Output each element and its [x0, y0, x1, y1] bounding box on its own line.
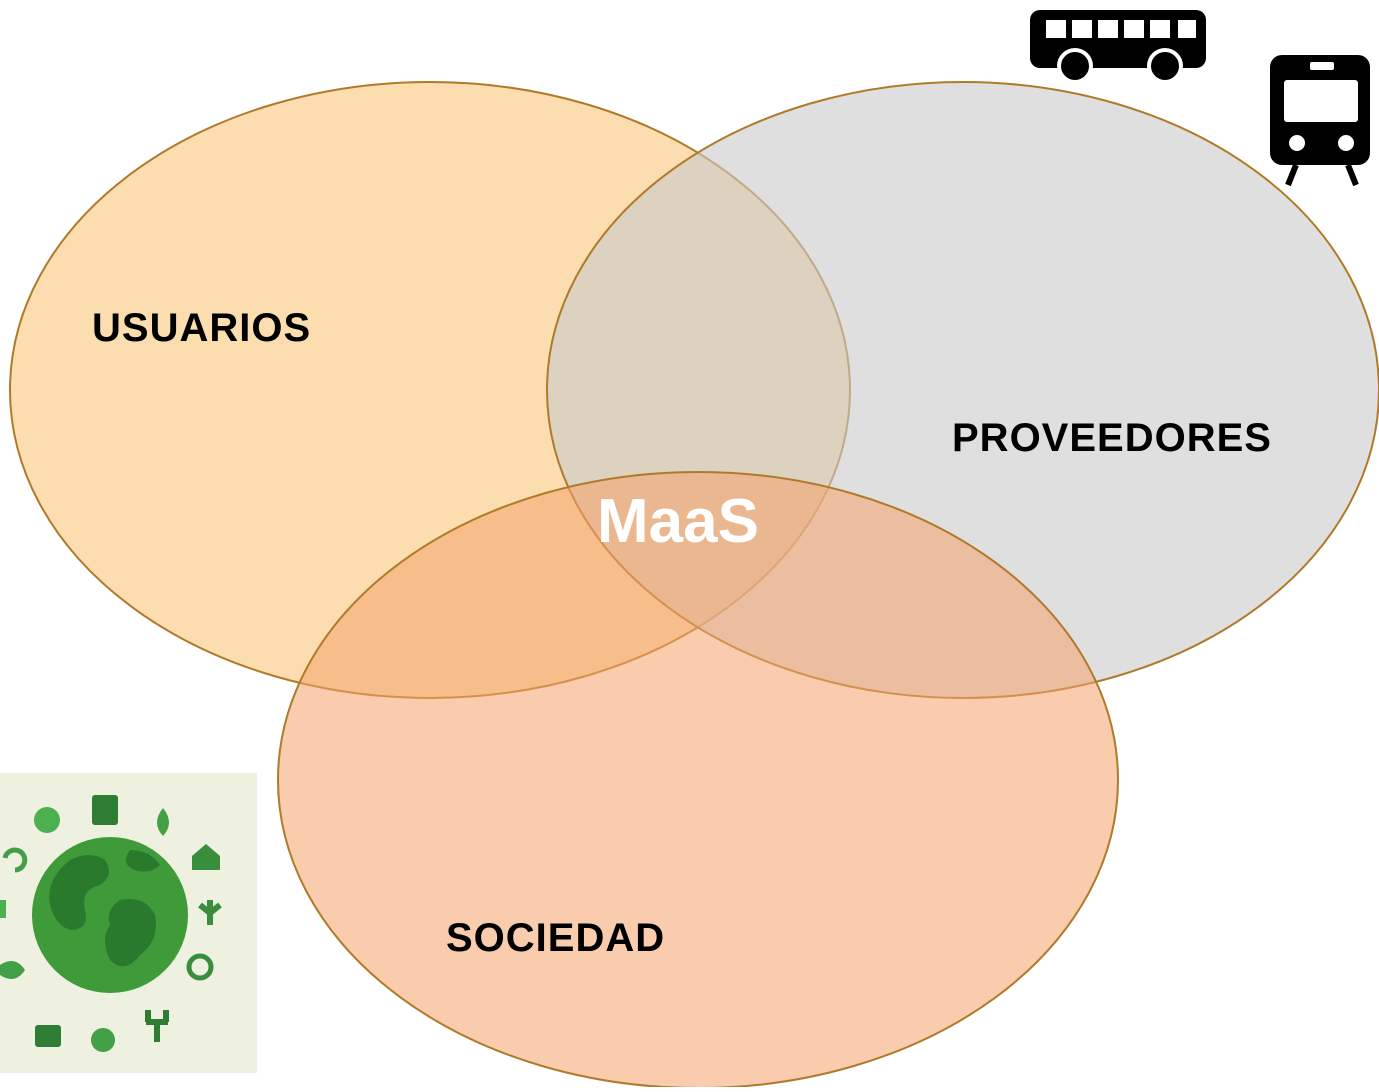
proveedores-label: PROVEEDORES — [952, 416, 1272, 460]
train-icon — [1270, 55, 1370, 187]
sociedad-label: SOCIEDAD — [446, 916, 666, 960]
usuarios-label: USUARIOS — [92, 306, 312, 350]
ecology-globe-icon — [0, 773, 257, 1073]
sociedad-circle — [277, 471, 1119, 1089]
bus-icon — [1030, 10, 1206, 84]
center-label: MaaS — [597, 487, 759, 556]
